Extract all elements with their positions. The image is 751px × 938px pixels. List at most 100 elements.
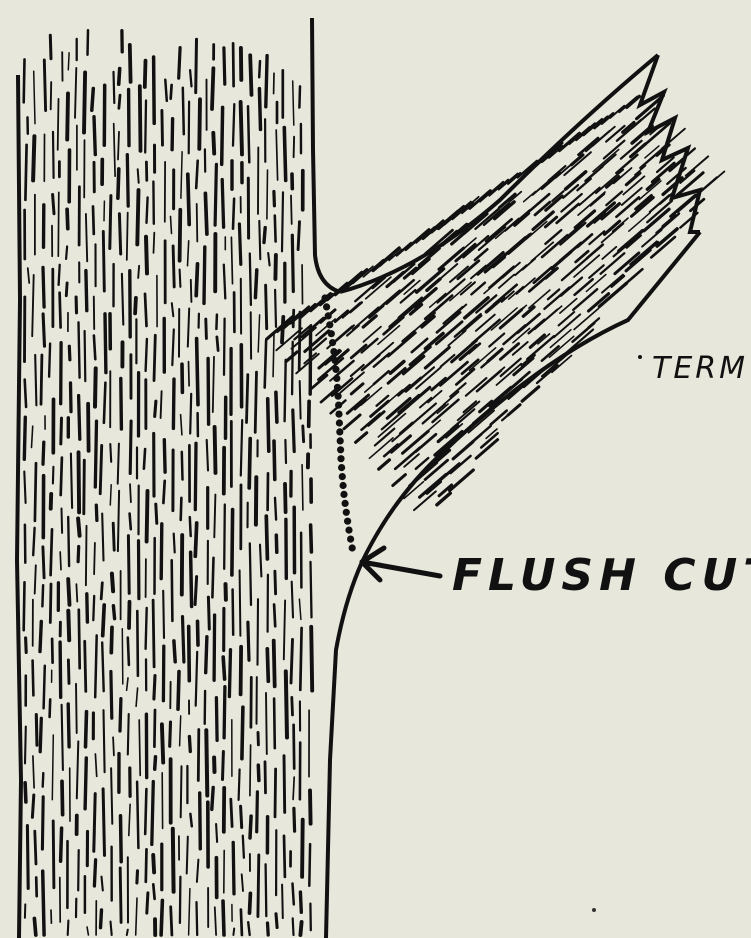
bark-stroke — [256, 853, 261, 918]
branch-stroke — [303, 329, 331, 353]
bark-stroke — [91, 205, 96, 236]
branch-stroke — [619, 139, 643, 160]
branch-stroke — [513, 304, 528, 317]
bark-stroke — [247, 891, 253, 915]
bark-stroke — [290, 194, 293, 225]
bark-stroke — [246, 620, 251, 662]
bark-stroke — [31, 273, 35, 338]
bark-stroke — [263, 339, 268, 389]
branch-stroke — [377, 458, 392, 471]
bark-stroke — [40, 795, 45, 851]
bark-stroke — [102, 709, 106, 774]
branch-stroke — [459, 281, 476, 296]
branch-stroke — [342, 268, 369, 291]
bark-stroke — [86, 28, 90, 56]
bark-stroke — [231, 42, 235, 88]
bark-stroke — [93, 542, 96, 576]
bark-stroke — [159, 522, 164, 581]
bark-stroke — [153, 399, 158, 418]
bark-stroke — [152, 333, 157, 383]
bark-stroke — [219, 105, 225, 167]
branch-stroke — [551, 354, 573, 374]
branch-stroke — [586, 292, 611, 313]
branch-stroke — [573, 307, 600, 331]
cut-dot — [335, 401, 343, 409]
branch-stroke — [552, 313, 582, 339]
branch-stroke — [661, 214, 677, 228]
branch-stroke — [484, 217, 513, 243]
bark-stroke — [230, 507, 235, 577]
branch-stroke — [485, 428, 498, 440]
bark-stroke — [128, 512, 133, 531]
branch-stroke — [479, 431, 499, 449]
term-label-dot — [638, 355, 642, 359]
bark-stroke — [49, 527, 54, 577]
branch-stroke — [533, 200, 552, 217]
branch-stroke — [388, 248, 403, 262]
branch-stroke — [602, 219, 622, 236]
branch-stroke — [439, 360, 469, 387]
branch-stroke — [489, 409, 509, 426]
bark-stroke — [135, 188, 141, 247]
branch-stroke — [599, 153, 617, 169]
branch-stroke — [605, 175, 621, 189]
bark-stroke — [255, 790, 259, 834]
branch-stroke — [464, 377, 488, 397]
bark-stroke — [93, 419, 99, 489]
bark-stroke — [112, 122, 116, 178]
bark-stroke — [101, 787, 106, 857]
branch-stroke — [308, 373, 329, 391]
bark-stroke — [143, 787, 148, 836]
bark-stroke — [240, 873, 244, 892]
bark-stroke — [40, 869, 46, 937]
branch-stroke — [645, 177, 661, 191]
bark-stroke — [93, 366, 98, 409]
bark-stroke — [237, 768, 241, 802]
branch-stroke — [382, 443, 400, 458]
branch-stroke — [449, 303, 468, 319]
bark-stroke — [151, 55, 156, 126]
bark-stroke — [185, 835, 189, 875]
branch-stroke — [623, 267, 644, 287]
branch-stroke — [630, 196, 655, 218]
bark-stroke — [181, 86, 186, 136]
bark-stroke — [76, 393, 82, 441]
branch-stroke — [293, 323, 313, 341]
branch-stroke — [349, 382, 365, 396]
bark-stroke — [188, 550, 194, 609]
branch-stroke — [599, 252, 626, 275]
branch-stroke — [488, 332, 506, 348]
bark-stroke — [274, 912, 279, 930]
branch-stroke — [399, 288, 417, 304]
branch-stroke — [699, 170, 726, 194]
bark-stroke — [204, 317, 208, 340]
bark-stroke — [118, 866, 123, 924]
branch-stroke — [540, 308, 559, 324]
branch-stroke — [471, 318, 501, 345]
bark-stroke — [51, 465, 55, 485]
bark-stroke — [282, 599, 287, 661]
branch-stroke — [369, 399, 390, 418]
bark-stroke — [231, 102, 236, 147]
bark-stroke — [215, 335, 220, 352]
branch-stroke — [497, 172, 519, 191]
bark-stroke — [58, 826, 64, 863]
branch-stroke — [569, 153, 585, 167]
branch-stroke — [335, 348, 350, 362]
branch-stroke — [577, 136, 600, 157]
bark-stroke — [171, 328, 175, 367]
bark-stroke — [239, 908, 244, 937]
bark-stroke — [194, 336, 200, 407]
paper-speck — [592, 908, 596, 912]
bark-stroke — [292, 135, 296, 159]
branch-stroke — [420, 314, 436, 329]
bark-stroke — [49, 81, 53, 111]
branch-stroke — [372, 369, 390, 386]
bark-stroke — [127, 43, 133, 84]
bark-stroke — [204, 728, 210, 798]
bark-stroke — [202, 245, 207, 306]
bark-stroke — [265, 921, 270, 937]
branch-stroke — [548, 335, 575, 359]
bark-stroke — [291, 80, 295, 126]
branch-stroke — [364, 276, 392, 300]
